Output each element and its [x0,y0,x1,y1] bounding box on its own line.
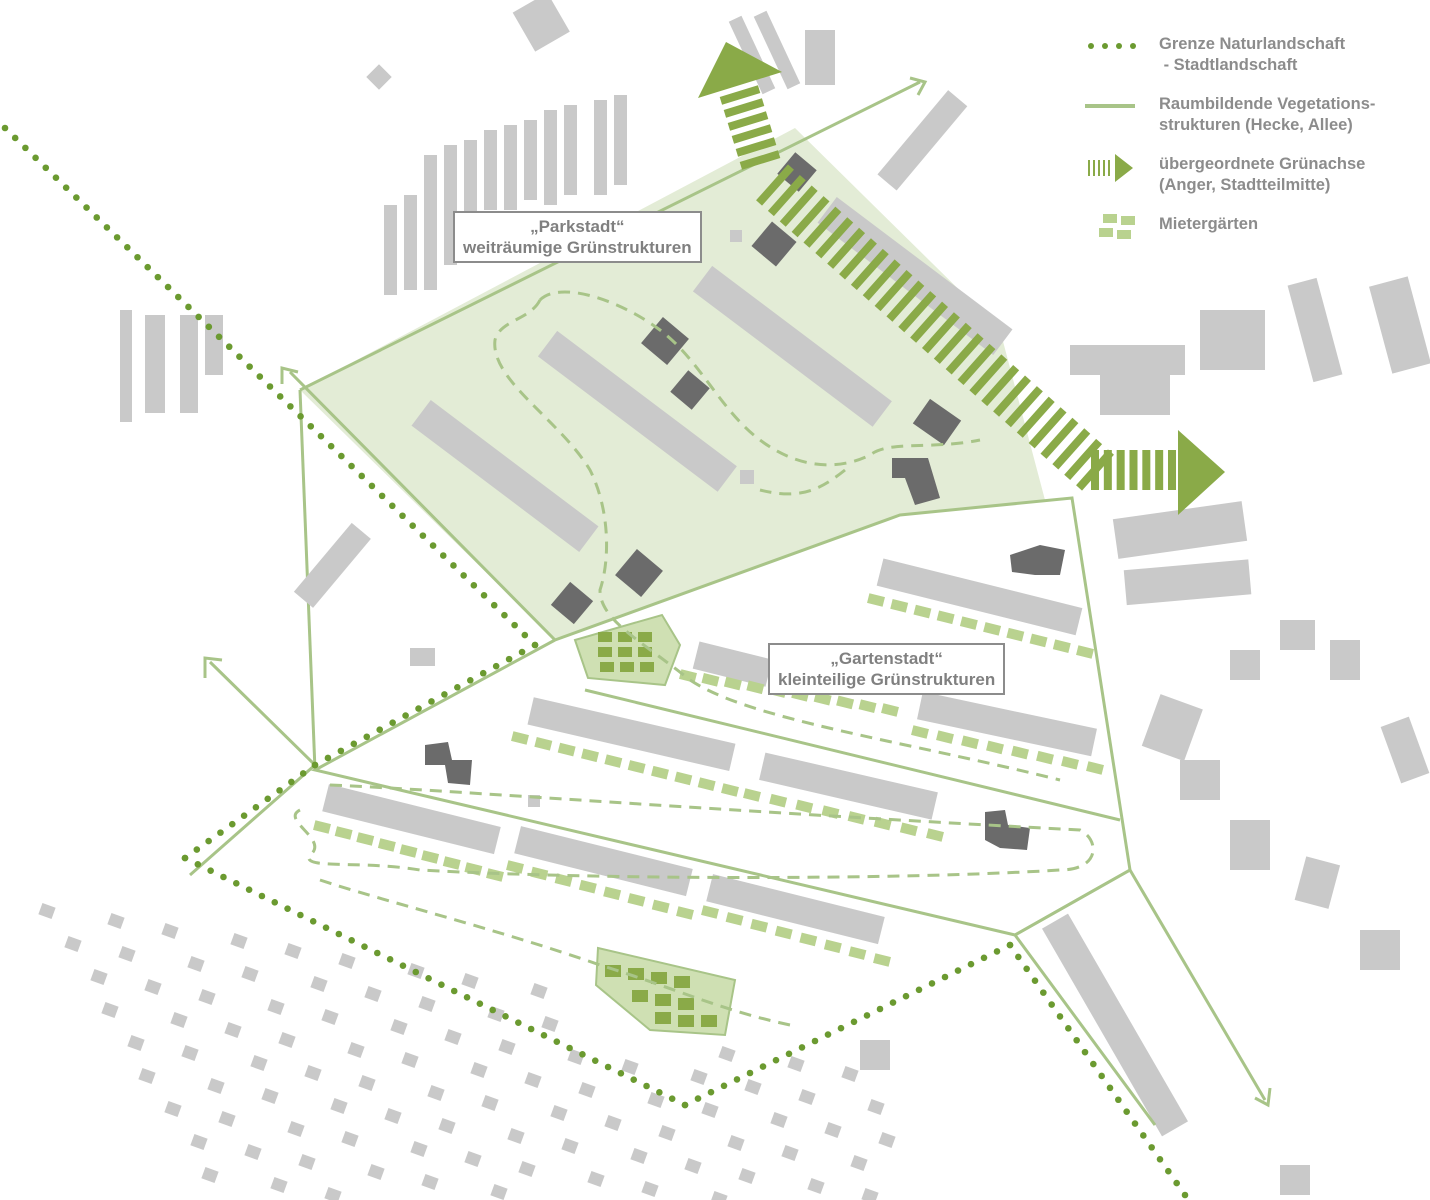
solid-line-icon [1085,104,1135,108]
dashed-footpaths [293,290,1095,1027]
garden-squares-icon [1099,214,1135,239]
green-axis-arrows [698,42,1225,515]
nature-city-boundary-dots [1,124,1189,1199]
context-small-houses [38,902,896,1200]
context-buildings [120,0,1430,1195]
parkstadt-label-title: „Parkstadt“ [530,217,625,236]
legend-text-green-axis: übergeordnete Grünachse (Anger, Stadttei… [1159,155,1366,194]
tenant-garden-strips [313,593,1104,967]
gartenstadt-label: „Gartenstadt“ kleinteilige Grünstrukture… [768,643,1006,695]
parkstadt-label-subtitle: weiträumige Grünstrukturen [463,238,692,257]
legend-item-vegetation: Raumbildende Vegetations- strukturen (He… [1085,94,1425,154]
legend-item-gardens: Mietergärten [1085,214,1425,274]
legend-item-boundary: Grenze Naturlandschaft - Stadtlandschaft [1085,34,1425,94]
gartenstadt-label-subtitle: kleinteilige Grünstrukturen [778,670,996,689]
legend-text-vegetation: Raumbildende Vegetations- strukturen (He… [1159,95,1376,134]
legend-text-gardens: Mietergärten [1159,215,1259,233]
legend-text-boundary: Grenze Naturlandschaft - Stadtlandschaft [1159,35,1346,74]
map-legend: Grenze Naturlandschaft - Stadtlandschaft… [1085,34,1425,274]
gartenstadt-slab-buildings [322,558,1097,945]
gartenstadt-label-title: „Gartenstadt“ [830,649,943,668]
green-axis-arrow-icon [1088,154,1133,182]
legend-item-green-axis: übergeordnete Grünachse (Anger, Stadttei… [1085,154,1425,214]
parkstadt-label: „Parkstadt“ weiträumige Grünstrukturen [453,211,702,263]
parkstadt-slab-buildings [411,197,1013,552]
dotted-line-icon [1088,43,1136,49]
dark-point-buildings [425,152,1065,850]
